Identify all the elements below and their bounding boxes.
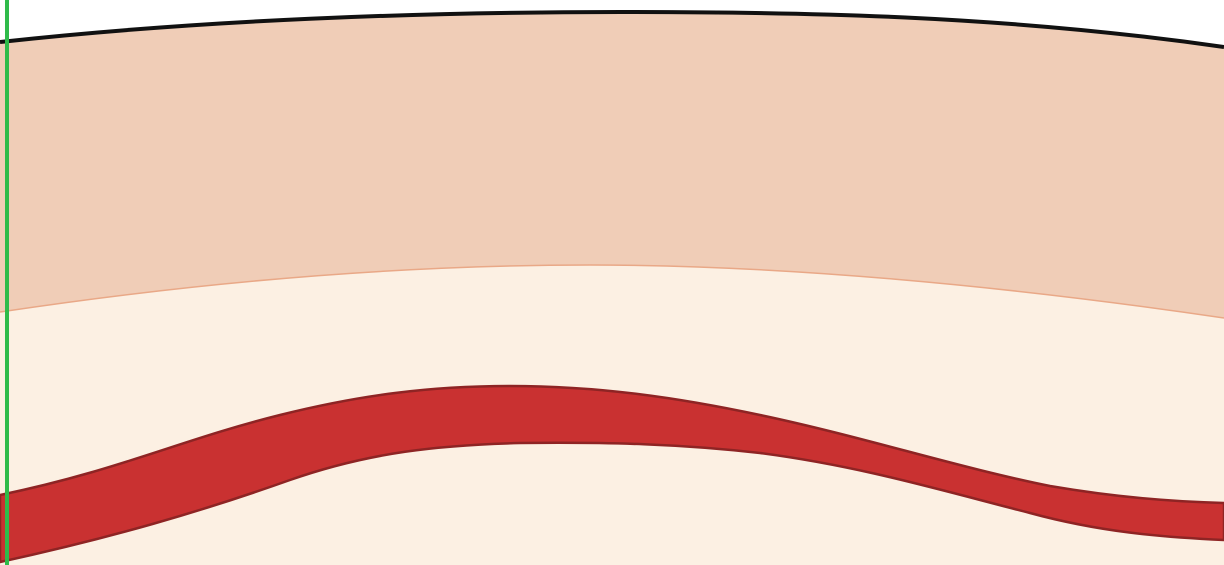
left-edge-line [5,0,9,565]
